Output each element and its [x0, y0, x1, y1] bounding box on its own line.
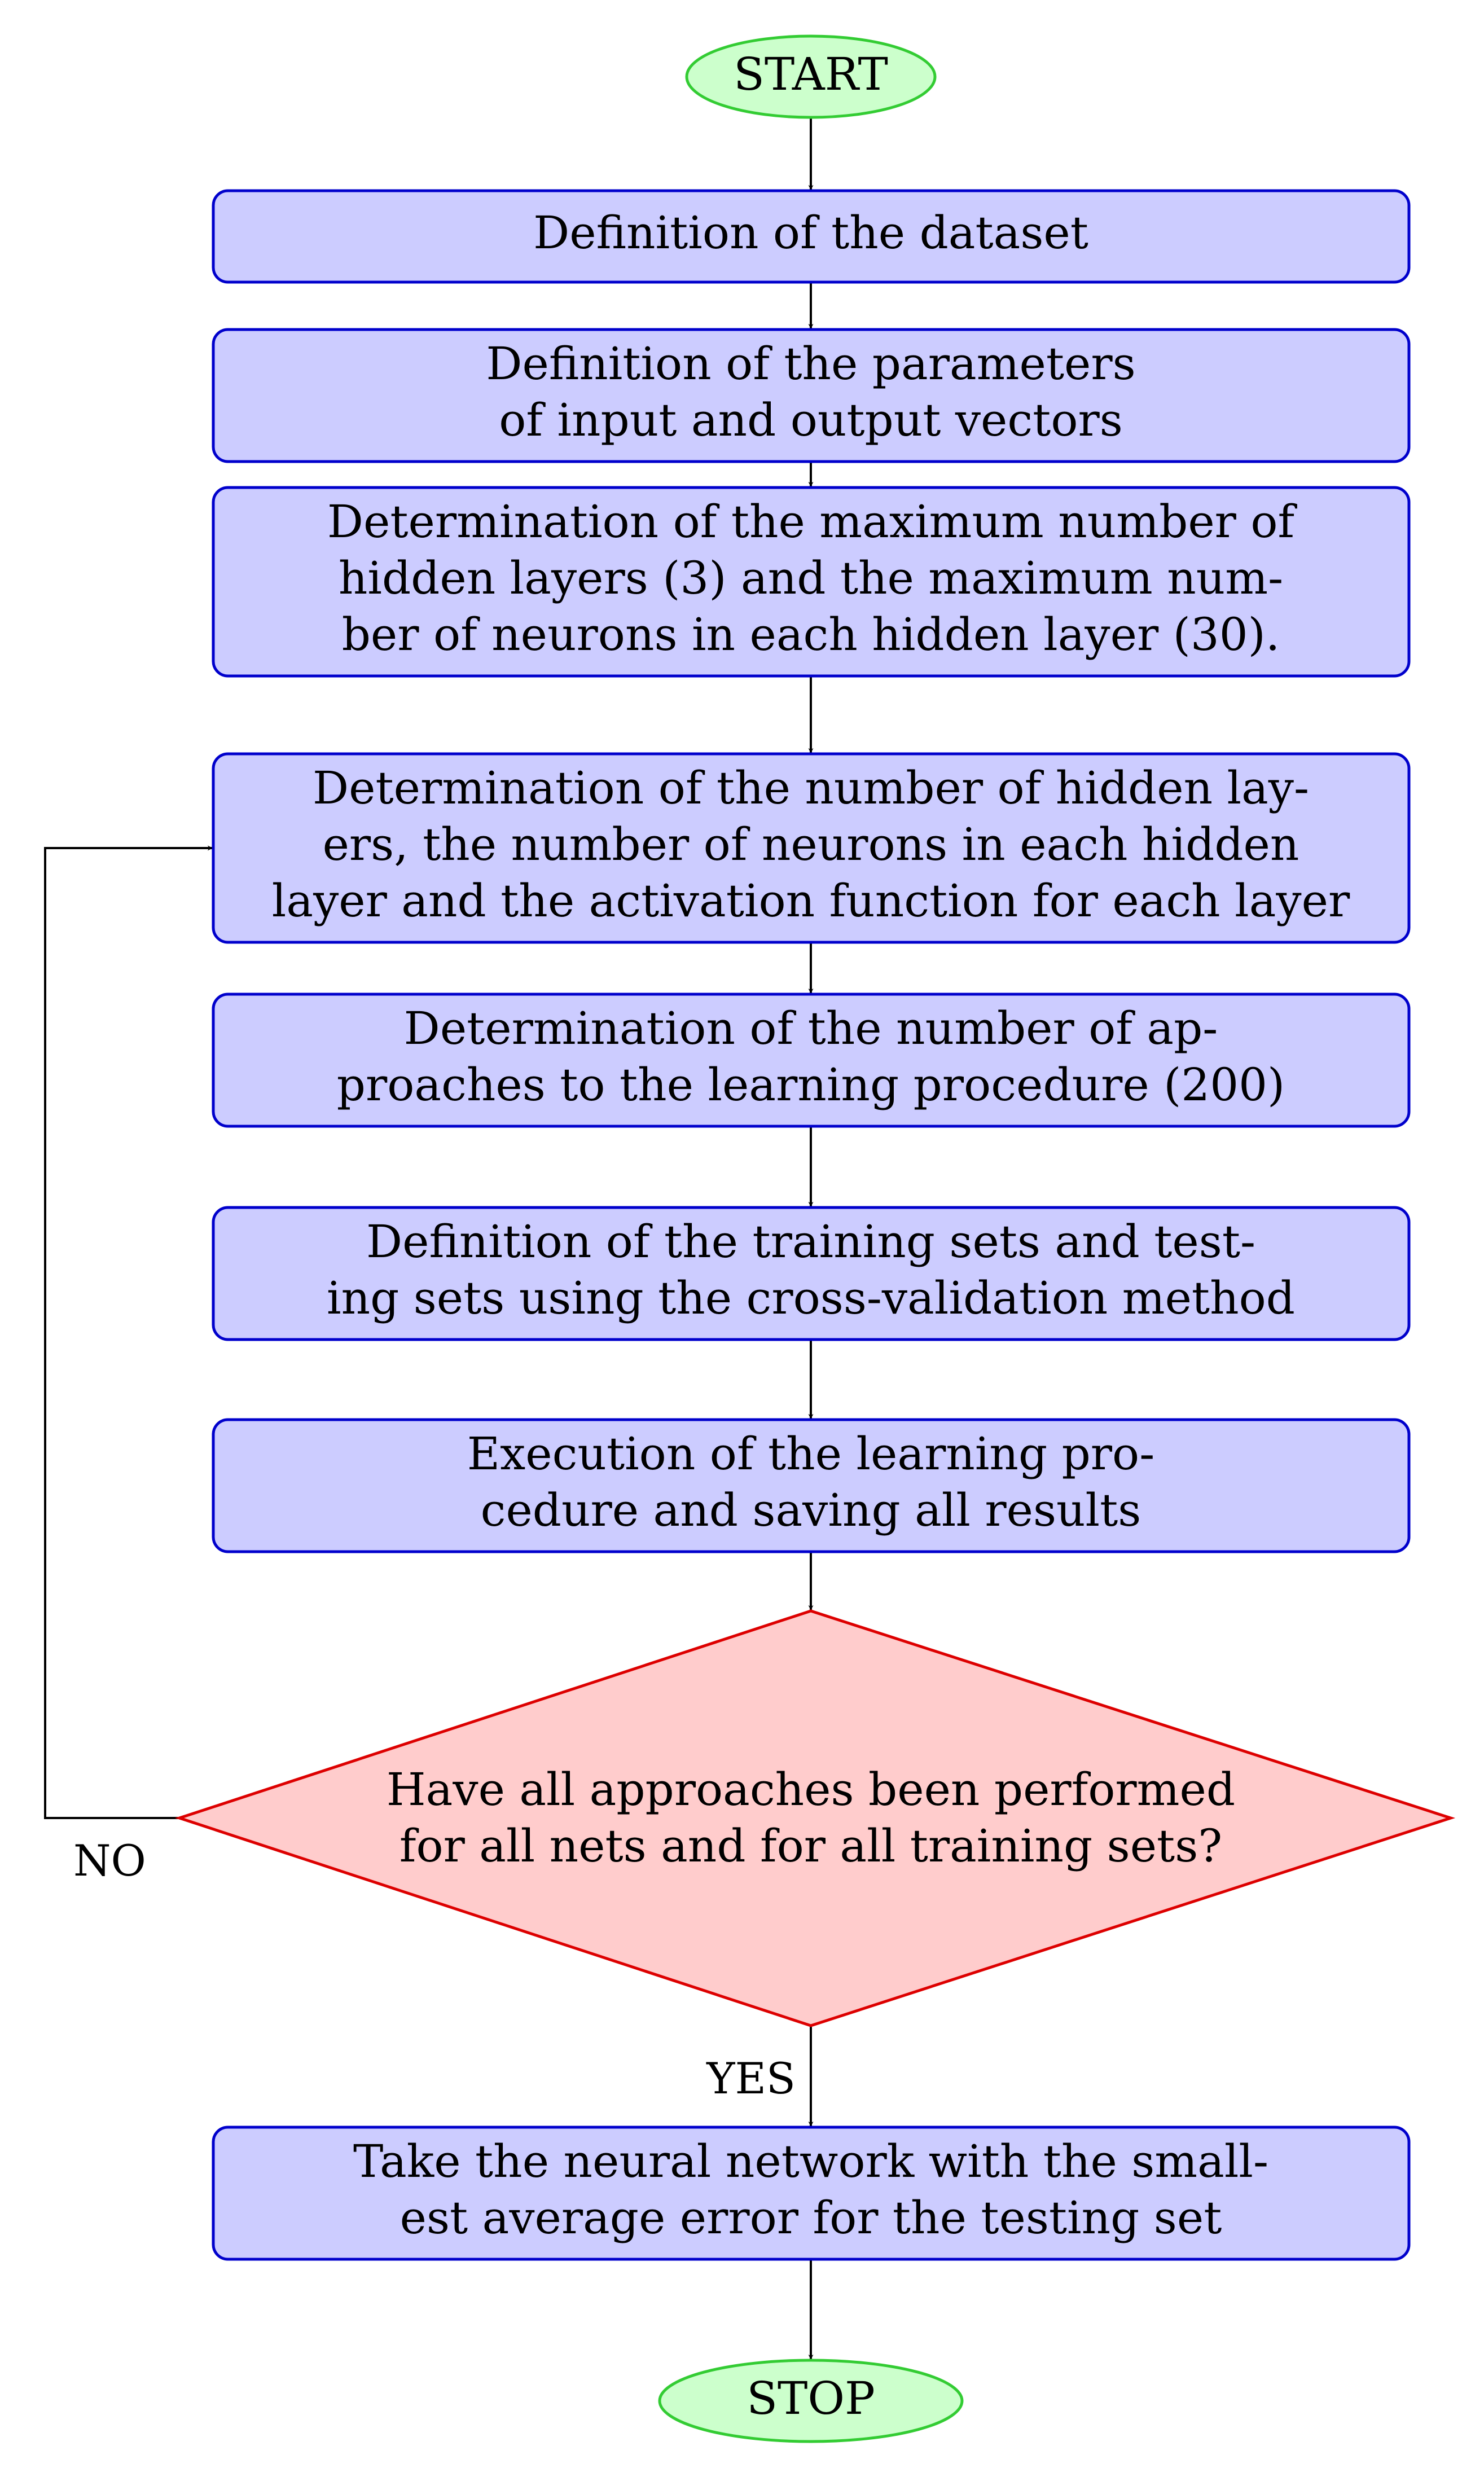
process-box-select-network-shape [212, 2126, 1411, 2261]
flowchart-edges [44, 118, 814, 2360]
process-box-approaches-shape [212, 993, 1411, 1128]
stop-terminal-label: STOP [747, 2372, 875, 2425]
process-box-max-layers-shape [212, 486, 1411, 678]
process-box-hidden-layers-label: Determination of the number of hidden la… [272, 762, 1350, 927]
process-box-hidden-layers-shape [212, 752, 1411, 944]
start-terminal: START [685, 34, 937, 119]
process-box-select-network: Take the neural network with the small-e… [212, 2126, 1411, 2261]
start-terminal-shape [685, 34, 937, 119]
process-box-define-vectors-shape [212, 328, 1411, 463]
stop-terminal: STOP [658, 2359, 964, 2443]
stop-terminal-shape [658, 2359, 964, 2443]
process-box-define-dataset-shape [212, 189, 1411, 284]
process-box-hidden-layers: Determination of the number of hidden la… [212, 752, 1411, 944]
process-box-execution: Execution of the learning pro-cedure and… [212, 1418, 1411, 1553]
start-terminal-label: START [734, 48, 888, 100]
decision-diamond-shape [174, 1609, 1456, 2027]
process-box-define-dataset: Definition of the dataset [212, 189, 1411, 284]
edge-label-yes: YES [706, 2053, 796, 2104]
process-box-execution-label: Execution of the learning pro-cedure and… [467, 1428, 1154, 1536]
flowchart-nodes: START STOP Definition of the datasetDefini… [174, 34, 1456, 2443]
process-box-training-sets-label: Definition of the training sets and test… [327, 1215, 1295, 1324]
process-box-training-sets-shape [212, 1206, 1411, 1341]
process-box-define-dataset-label: Definition of the dataset [533, 207, 1088, 259]
flowchart-edge-labels: NO YES [73, 1835, 796, 2104]
process-box-approaches: Determination of the number of ap-proach… [212, 993, 1411, 1128]
process-box-approaches-label: Determination of the number of ap-proach… [337, 1002, 1285, 1111]
process-box-execution-shape [212, 1418, 1411, 1553]
process-box-training-sets: Definition of the training sets and test… [212, 1206, 1411, 1341]
edge-label-no: NO [73, 1835, 146, 1886]
edge-decision-no-loop [44, 845, 213, 1819]
process-box-select-network-label: Take the neural network with the small-e… [353, 2135, 1268, 2244]
